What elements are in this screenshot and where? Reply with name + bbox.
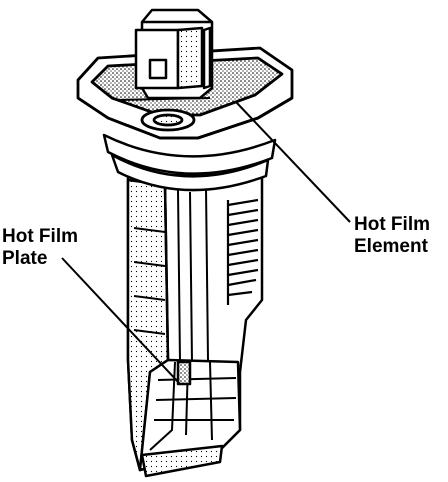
hot-film-element-label-line2: Element <box>354 236 428 257</box>
cooling-ribs <box>226 198 259 305</box>
hot-film-element-label: Hot Film Element <box>354 214 430 258</box>
hot-film-plate-label-line2: Plate <box>2 248 48 269</box>
connector-latch <box>148 58 168 80</box>
sensor-body <box>126 173 264 478</box>
flow-channel <box>138 358 242 472</box>
hot-film-plate-label: Hot Film Plate <box>2 226 78 270</box>
leader-line-element <box>235 101 351 223</box>
leader-line-plate <box>61 257 181 385</box>
hot-film-element-label-line1: Hot Film <box>354 214 430 235</box>
electrical-connector <box>134 8 214 100</box>
hot-film-plate <box>176 360 192 386</box>
hot-film-plate-label-line1: Hot Film <box>2 226 78 247</box>
sensor-collar <box>102 133 277 192</box>
